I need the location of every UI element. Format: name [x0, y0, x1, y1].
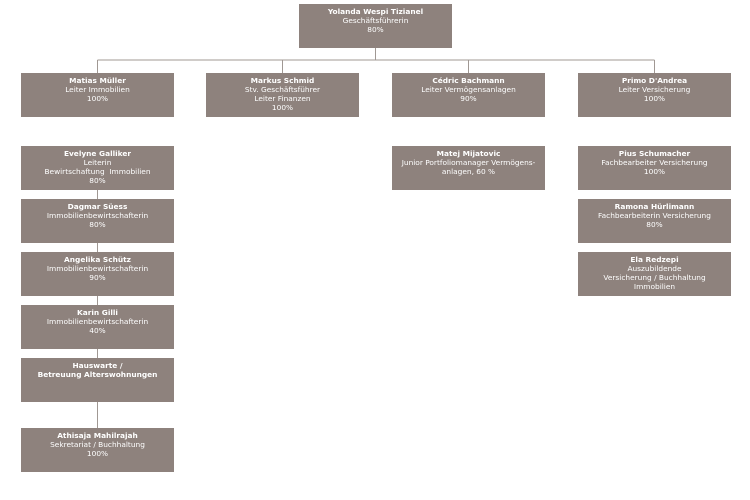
node-detail: Leiter Finanzen [254, 94, 311, 103]
node-name: Cédric Bachmann [432, 76, 505, 85]
node-name: Athisaja Mahilrajah [57, 431, 138, 440]
node-detail: Versicherung / Buchhaltung [603, 273, 706, 282]
node-detail: Leiter Immobilien [65, 85, 130, 94]
node-name: Markus Schmid [250, 76, 315, 85]
node-staff: Hauswarte /Betreuung Alterswohnungen [21, 358, 174, 402]
node-detail: Betreuung Alterswohnungen [37, 370, 158, 379]
node-detail: 100% [643, 94, 666, 103]
node-detail: 90% [460, 94, 477, 103]
node-name: Evelyne Galliker [63, 149, 132, 158]
node-detail: 100% [86, 94, 109, 103]
node-detail: Immobilien [633, 282, 676, 291]
node-detail: Stv. Geschäftsführer [244, 85, 321, 94]
node-name: Ramona Hürlimann [614, 202, 695, 211]
node-name: Karin Gilli [77, 308, 118, 317]
node-detail: Leiter Vermögensanlagen [421, 85, 516, 94]
node-detail: Fachbearbeiter Versicherung [601, 158, 708, 167]
node-detail: Sekretariat / Buchhaltung [50, 440, 145, 449]
node-detail: Immobilienbewirtschafterin [46, 317, 149, 326]
node-detail: Auszubildende [627, 264, 682, 273]
node-detail: 80% [89, 220, 106, 229]
node-detail: 80% [646, 220, 663, 229]
node-name: Angelika Schütz [64, 255, 131, 264]
node-name: Hauswarte / [72, 361, 123, 370]
node-detail: Immobilienbewirtschafterin [46, 264, 149, 273]
node-detail: 40% [89, 326, 106, 335]
node-detail: anlagen, 60 % [441, 167, 496, 176]
node-name: Pius Schumacher [618, 149, 691, 158]
node-detail: Fachbearbeiterin Versicherung [598, 211, 711, 220]
node-detail: 80% [367, 25, 384, 34]
node-detail: 80% [89, 176, 106, 185]
node-detail: Immobilienbewirtschafterin [46, 211, 149, 220]
node-detail: Leiter Versicherung [618, 85, 691, 94]
node-name: Primo D'Andrea [621, 76, 688, 85]
node-detail: Geschäftsführerin [342, 16, 409, 25]
node-name: Dagmar Süess [67, 202, 128, 211]
node-detail: Bewirtschaftung Immobilien [44, 167, 151, 176]
node-name: Matej Mijatovic [436, 149, 501, 158]
node-detail: 100% [86, 449, 109, 458]
node-detail: 100% [643, 167, 666, 176]
node-detail: Junior Portfoliomanager Vermögens- [401, 158, 536, 167]
node-name: Matias Müller [69, 76, 126, 85]
node-detail: 100% [271, 103, 294, 112]
node-name: Ela Redzepi [630, 255, 679, 264]
node-name: Yolanda Wespi Tizianel [327, 7, 424, 16]
node-detail: Leiterin [83, 158, 112, 167]
node-detail: 90% [89, 273, 106, 282]
